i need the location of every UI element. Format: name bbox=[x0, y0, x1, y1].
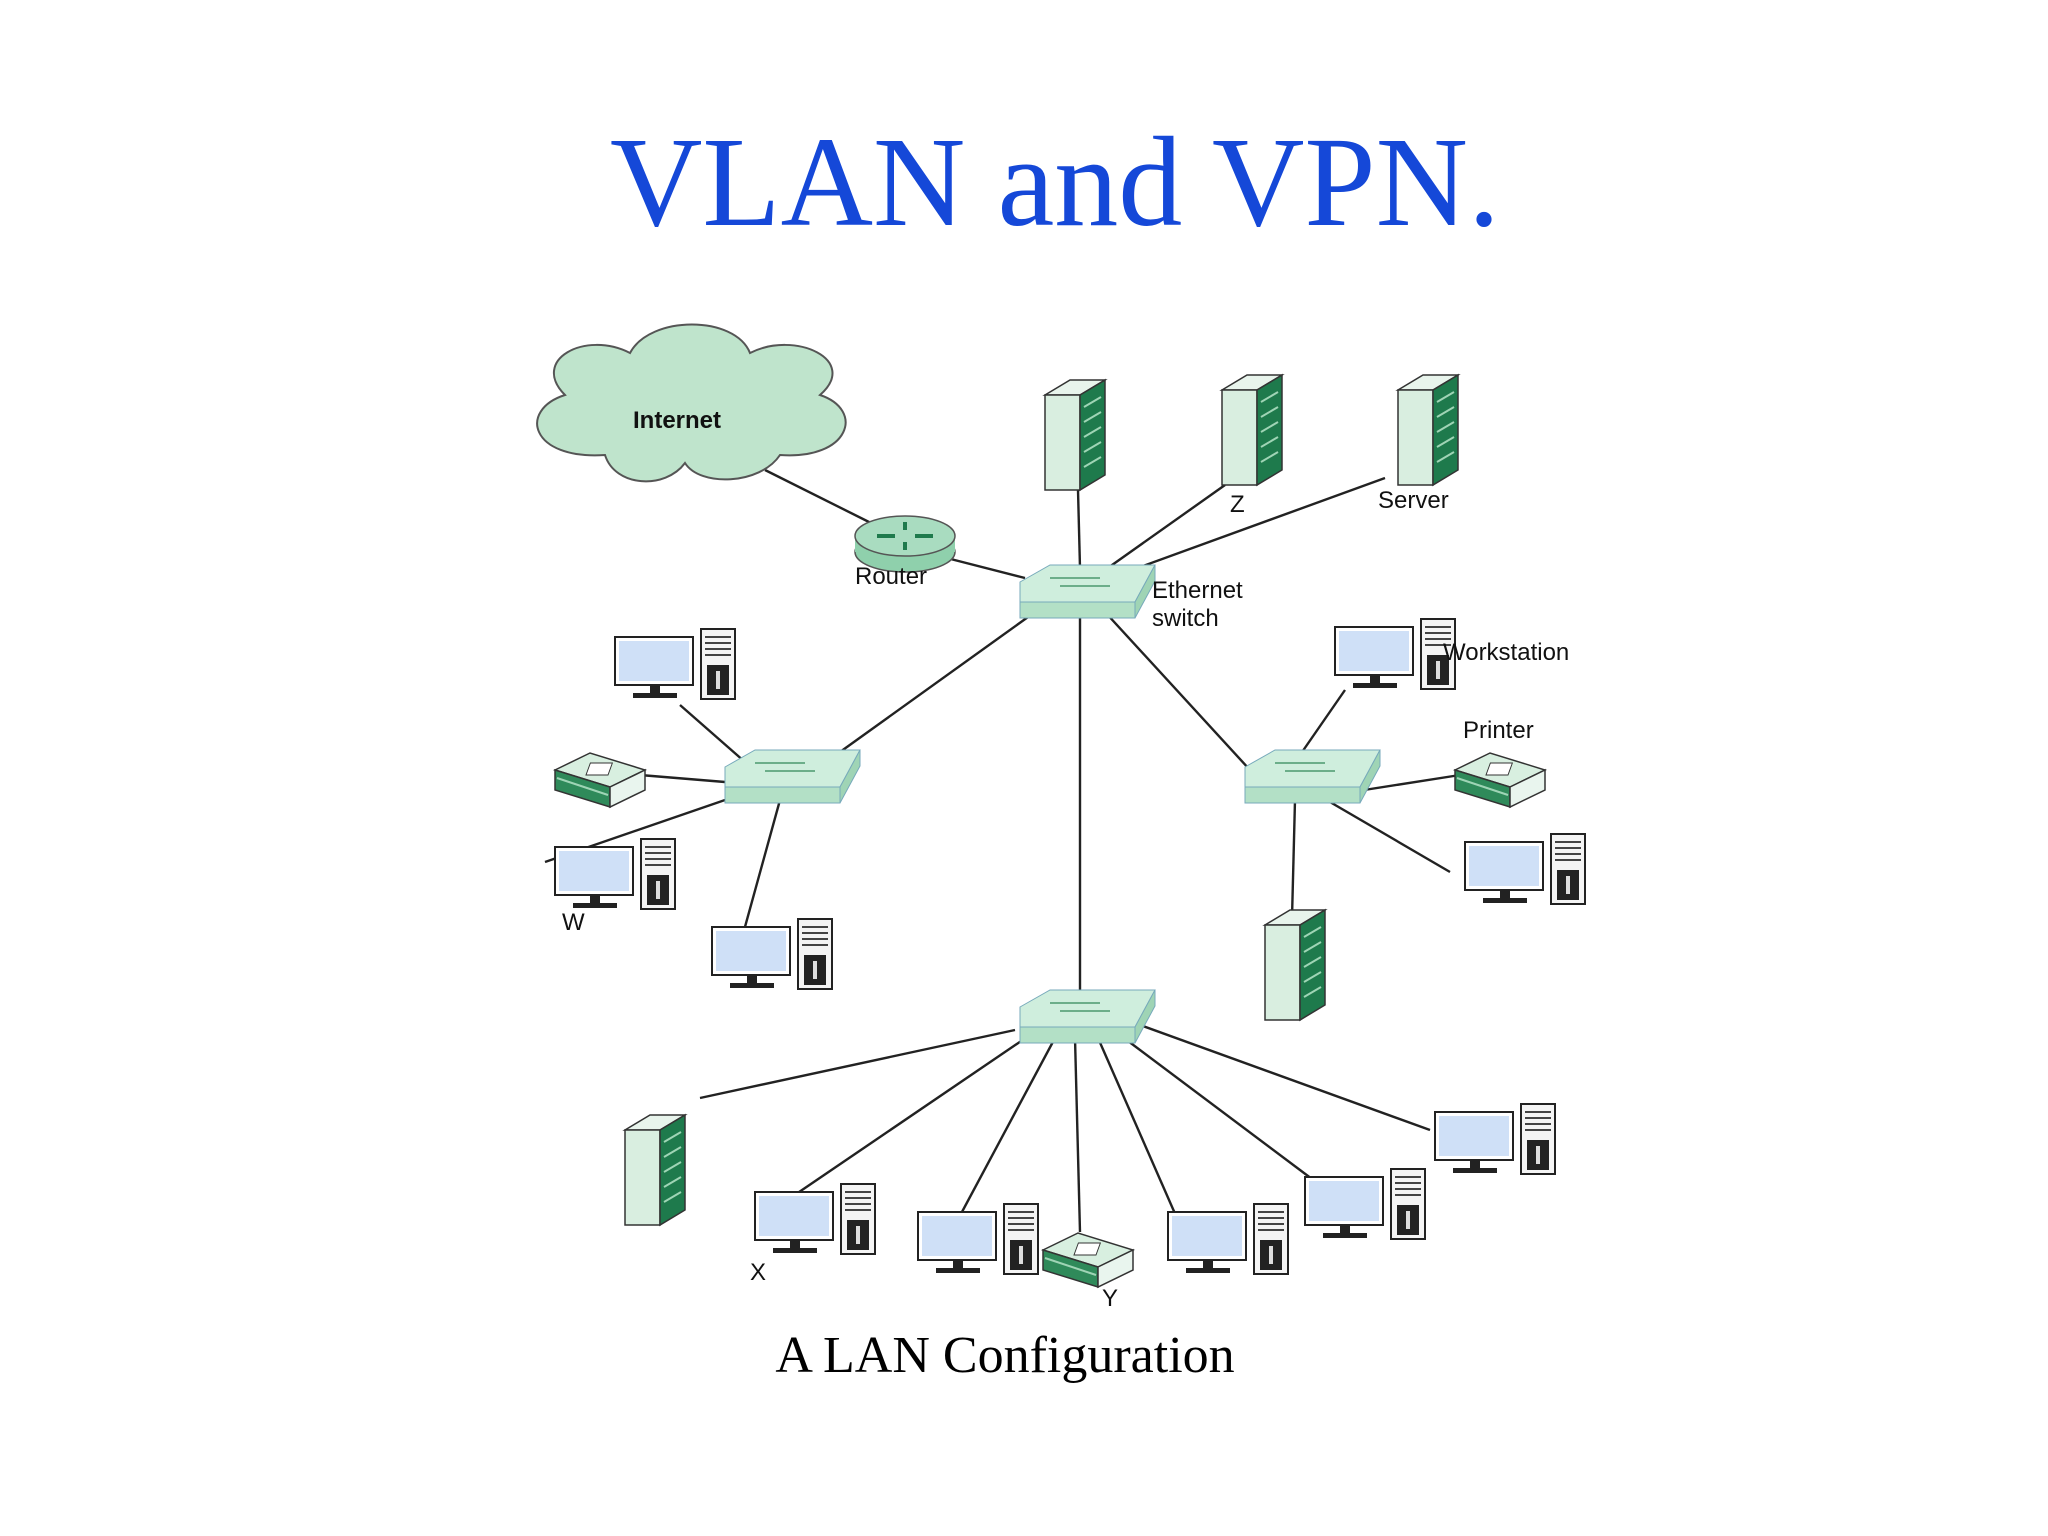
link-sw_main-sw_left bbox=[839, 611, 1036, 753]
switch-icon bbox=[724, 749, 861, 804]
workstation-icon bbox=[1304, 1168, 1426, 1240]
link-sw_bottom-srv_bottom bbox=[699, 1028, 1016, 1100]
link-srv_top1-sw_main bbox=[1076, 489, 1082, 569]
workstation-icon bbox=[1167, 1203, 1289, 1275]
workstation-label: Workstation bbox=[1443, 639, 1569, 666]
link-sw_bottom-ws_b2 bbox=[953, 1037, 1057, 1226]
switch-icon bbox=[1019, 989, 1156, 1044]
cloud-icon bbox=[536, 323, 847, 483]
router-label: Router bbox=[855, 563, 927, 590]
diagram-caption: A LAN Configuration bbox=[775, 1327, 1235, 1384]
diagram-labels: Internet Router Ethernet switch Z Server… bbox=[562, 407, 1569, 1312]
printer-icon bbox=[552, 752, 648, 809]
link-sw_bottom-ws_x bbox=[779, 1034, 1031, 1206]
server-icon bbox=[1042, 378, 1108, 492]
printer-label: Printer bbox=[1463, 717, 1534, 744]
server-icon bbox=[1219, 373, 1285, 487]
switch-icon bbox=[1019, 564, 1156, 619]
server-icon bbox=[1395, 373, 1461, 487]
link-sw_bottom-ws_b4 bbox=[1119, 1034, 1321, 1186]
server-icon bbox=[1262, 908, 1328, 1022]
printer-icon bbox=[1040, 1232, 1136, 1289]
link-sw_bottom-ws_b5 bbox=[1139, 1023, 1431, 1132]
server-label: Server bbox=[1378, 487, 1449, 514]
w-label: W bbox=[562, 909, 585, 936]
link-sw_left-ws_left3 bbox=[738, 799, 782, 946]
workstation-icon bbox=[554, 838, 676, 910]
router-icon bbox=[854, 515, 956, 573]
workstation-icon bbox=[614, 628, 736, 700]
link-cloud-router bbox=[764, 468, 876, 527]
x-label: X bbox=[750, 1259, 766, 1286]
link-sw_main-sw_right bbox=[1104, 611, 1251, 771]
workstation-icon bbox=[917, 1203, 1039, 1275]
ethernet-switch-label-line2: switch bbox=[1152, 605, 1219, 632]
link-sw_right-ws_right2 bbox=[1329, 800, 1451, 874]
server-icon bbox=[622, 1113, 688, 1227]
y-label: Y bbox=[1102, 1285, 1118, 1312]
ethernet-switch-label-line1: Ethernet bbox=[1152, 577, 1243, 604]
workstation-icon bbox=[1434, 1103, 1556, 1175]
link-sw_left-ws_left1 bbox=[679, 704, 746, 763]
link-sw_bottom-ws_b3 bbox=[1096, 1037, 1182, 1226]
workstation-icon bbox=[711, 918, 833, 990]
link-sw_right-ws_workstation bbox=[1299, 689, 1346, 756]
link-srv_z-sw_main bbox=[1104, 484, 1226, 571]
workstation-icon bbox=[754, 1183, 876, 1255]
internet-label: Internet bbox=[633, 407, 721, 434]
slide-title: VLAN and VPN. bbox=[609, 111, 1501, 253]
workstation-icon bbox=[1464, 833, 1586, 905]
link-sw_bottom-prn_y bbox=[1073, 1037, 1082, 1233]
z-label: Z bbox=[1230, 491, 1245, 518]
link-srv_server-sw_main bbox=[1109, 476, 1386, 580]
printer-icon bbox=[1452, 752, 1548, 809]
link-sw_right-srv_right bbox=[1290, 799, 1297, 919]
network-devices bbox=[536, 323, 1586, 1289]
workstation-icon bbox=[1334, 618, 1456, 690]
switch-icon bbox=[1244, 749, 1381, 804]
link-sw_left-prn_left bbox=[639, 773, 726, 784]
